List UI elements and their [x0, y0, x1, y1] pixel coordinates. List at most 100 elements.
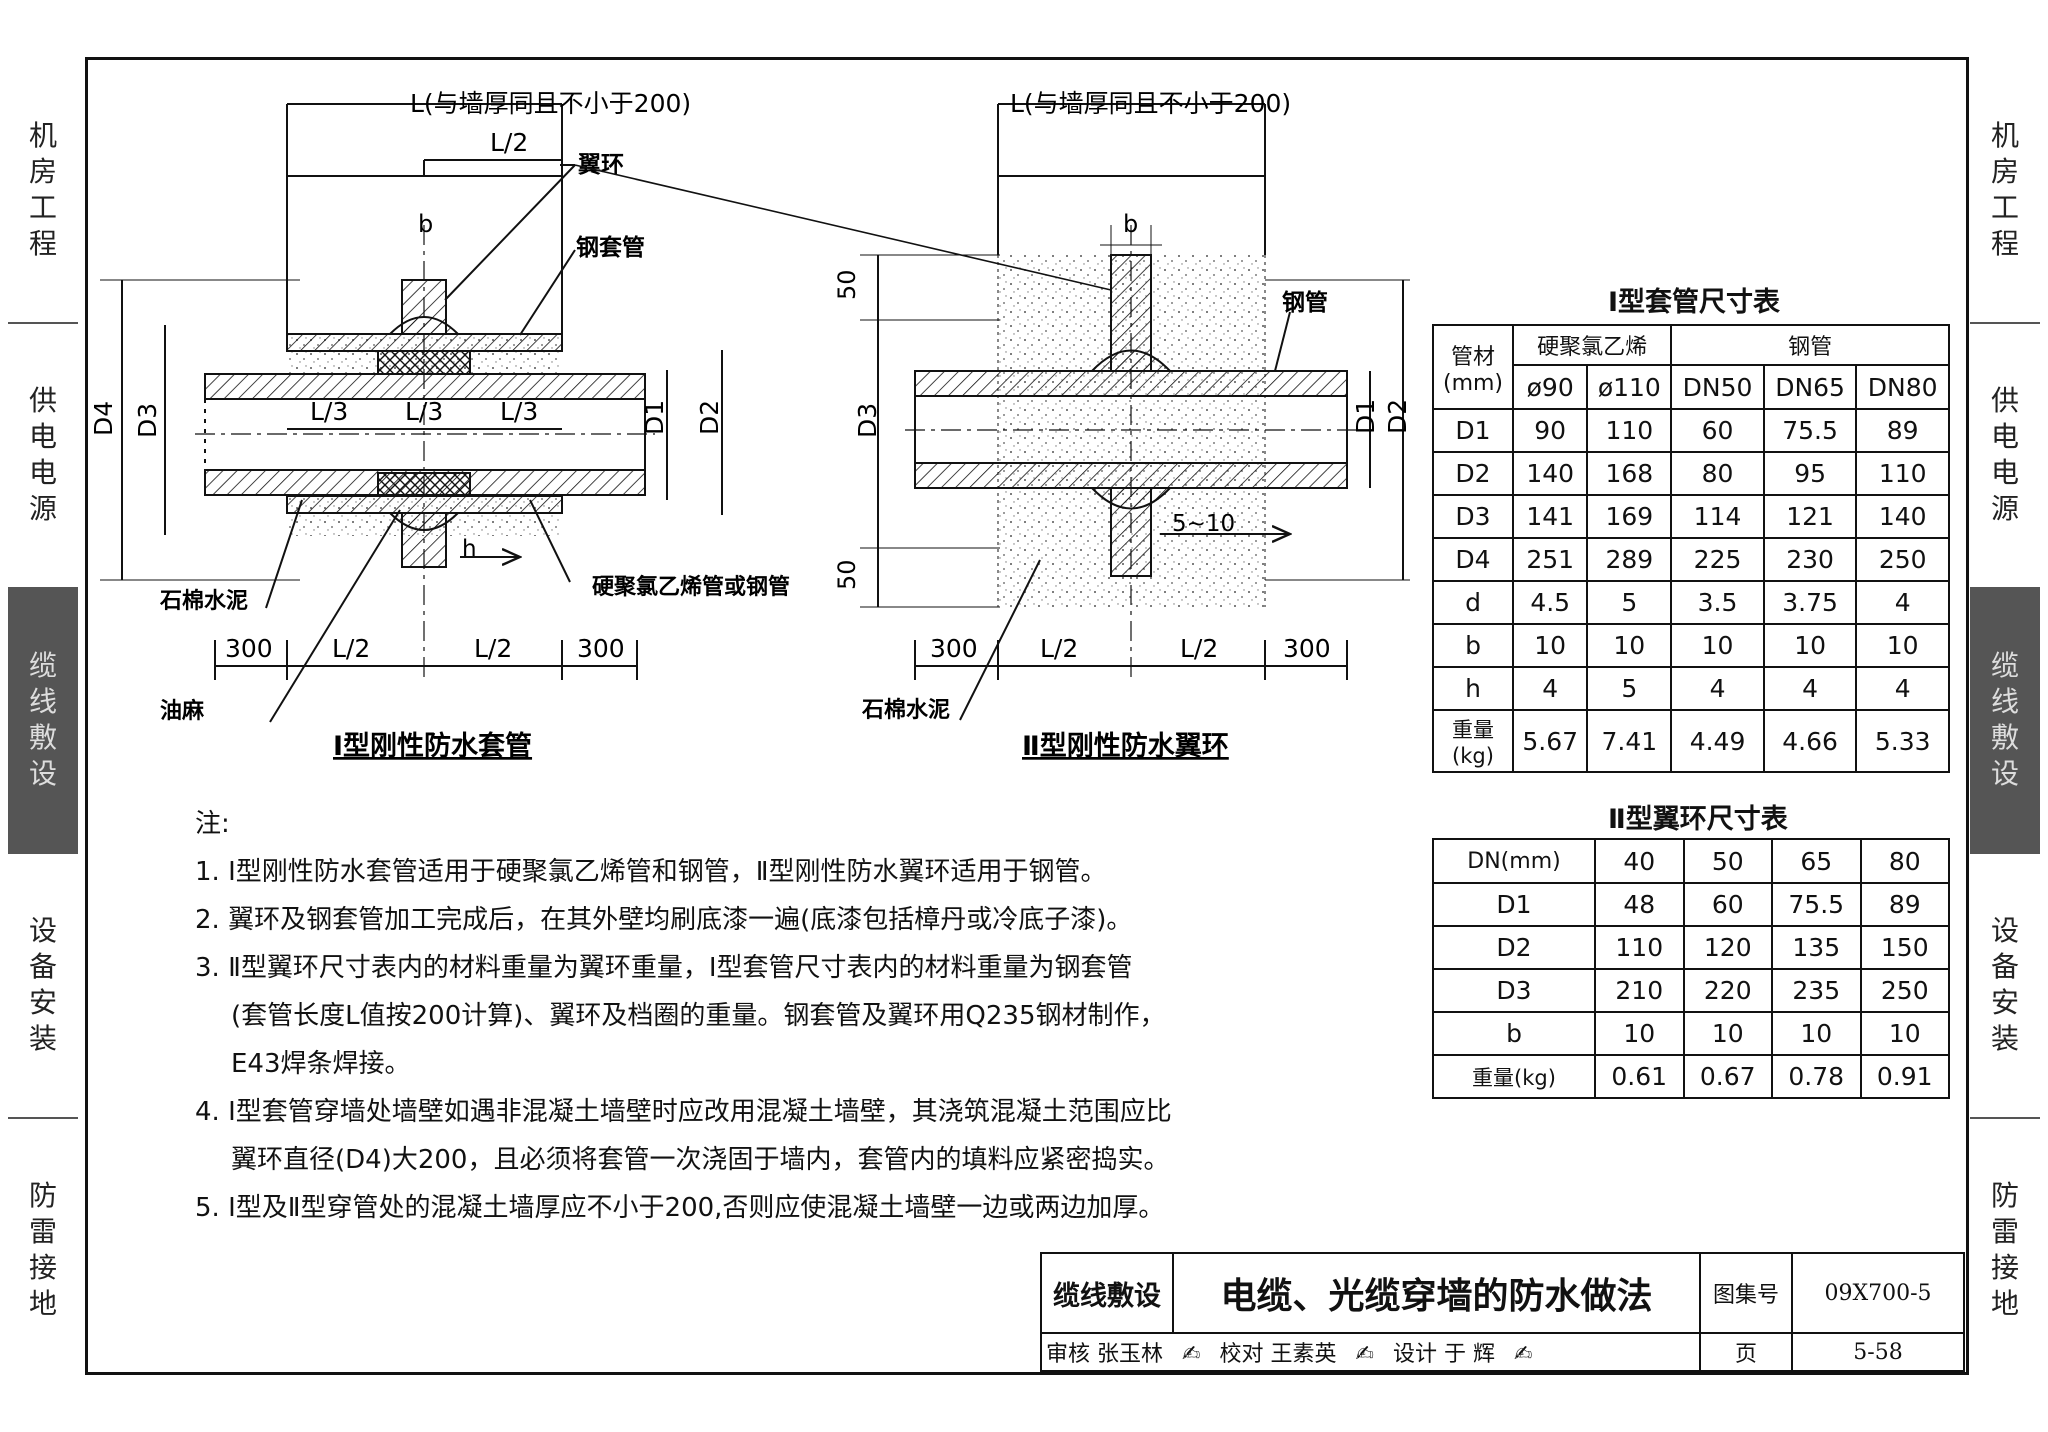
note-line: 3. Ⅱ型翼环尺寸表内的材料重量为翼环重量，Ⅰ型套管尺寸表内的材料重量为钢套管 — [195, 953, 1133, 983]
side-tab-label: 缆线敷设 — [1990, 648, 2019, 790]
t2-row-label: b — [1432, 1011, 1596, 1056]
t1-col-header: DN80 — [1855, 364, 1950, 410]
t1-cell: 5 — [1586, 666, 1673, 711]
t1-cell: 114 — [1670, 494, 1765, 539]
t1-cell: 121 — [1762, 494, 1858, 539]
d2-weld-label: 5~10 — [1172, 511, 1235, 537]
tb-signatures: 审核 张玉林 ✍ 校对 王素英 ✍ 设计 于 辉 ✍ — [1040, 1332, 1701, 1372]
d2-D3: D3 — [853, 403, 882, 438]
type2-ring-drawing — [574, 103, 1410, 721]
t2-cell: 10 — [1771, 1011, 1862, 1056]
notes-heading: 注: — [195, 809, 230, 839]
t1-row-label: D3 — [1432, 494, 1514, 539]
d1-half-right: L/2 — [474, 634, 512, 663]
t1-row-label: D4 — [1432, 537, 1514, 582]
t1-cell: 4.66 — [1762, 709, 1858, 773]
tb-page-label: 页 — [1699, 1332, 1793, 1372]
side-tab-divider — [8, 587, 78, 589]
tb-atlas-label: 图集号 — [1699, 1252, 1793, 1334]
d1-h-label: h — [462, 536, 477, 562]
t1-cell: 80 — [1670, 451, 1765, 496]
side-tab-3[interactable]: 设备安装 — [1970, 852, 2040, 1117]
t1-group-steel: 钢管 — [1670, 324, 1950, 366]
t1-cell: 169 — [1586, 494, 1673, 539]
t1-cell: 140 — [1511, 451, 1589, 496]
side-tab-4[interactable]: 防雷接地 — [1970, 1117, 2040, 1382]
side-tab-label: 防雷接地 — [28, 1178, 57, 1320]
tb-page-no: 5-58 — [1791, 1332, 1965, 1372]
d1-oakum-label: 油麻 — [160, 698, 205, 724]
t1-cell: 10 — [1855, 623, 1950, 668]
t1-cell: 140 — [1855, 494, 1950, 539]
d1-sleeve-label: 钢套管 — [576, 234, 645, 261]
d1-half-top: L/2 — [490, 128, 528, 157]
d1-D2: D2 — [695, 400, 724, 435]
table1-title: Ⅰ型套管尺寸表 — [1608, 287, 1781, 318]
d2-half-right: L/2 — [1180, 634, 1218, 663]
t2-header-label: DN(mm) — [1432, 838, 1596, 884]
t1-corner-top: 管材 — [1450, 344, 1495, 370]
t2-row-label: D3 — [1432, 968, 1596, 1013]
d2-half-left: L/2 — [1040, 634, 1078, 663]
side-tab-4[interactable]: 防雷接地 — [8, 1117, 78, 1382]
side-tab-2[interactable]: 缆线敷设 — [1970, 587, 2040, 852]
t1-cell: 60 — [1670, 408, 1765, 453]
d2-fifty-top: 50 — [833, 269, 861, 300]
side-tab-label: 防雷接地 — [1990, 1178, 2019, 1320]
t1-cell: 4 — [1855, 666, 1950, 711]
t2-col-header: 40 — [1594, 838, 1685, 884]
t1-cell: 225 — [1670, 537, 1765, 582]
t1-col-header: ø110 — [1586, 364, 1673, 410]
t2-cell: 10 — [1594, 1011, 1685, 1056]
t1-cell: 251 — [1511, 537, 1589, 582]
side-tab-0[interactable]: 机房工程 — [1970, 57, 2040, 322]
t1-cell: 230 — [1762, 537, 1858, 582]
d2-margin-left: 300 — [930, 634, 978, 663]
t1-cell: 95 — [1762, 451, 1858, 496]
d2-fifty-bottom: 50 — [833, 559, 861, 590]
notes-section: 注: 1. Ⅰ型刚性防水套管适用于硬聚氯乙烯管和钢管，Ⅱ型刚性防水翼环适用于钢管… — [195, 800, 1172, 1232]
t2-row-label: D2 — [1432, 925, 1596, 970]
t2-cell: 48 — [1594, 882, 1685, 927]
d1-b-label: b — [418, 210, 433, 238]
side-tab-divider — [1970, 1117, 2040, 1119]
t2-cell: 120 — [1682, 925, 1773, 970]
t2-col-header: 65 — [1771, 838, 1862, 884]
t1-cell: 4.5 — [1511, 580, 1589, 625]
note-line: (套管长度L值按200计算)、翼环及档圈的重量。钢套管及翼环用Q235钢材制作， — [231, 1001, 1166, 1031]
t2-cell: 210 — [1594, 968, 1685, 1013]
d1-D1: D1 — [640, 400, 669, 435]
t1-cell: 4 — [1670, 666, 1765, 711]
t1-cell: 5.33 — [1855, 709, 1950, 773]
t2-cell: 235 — [1771, 968, 1862, 1013]
d1-asbestos-label: 石棉水泥 — [159, 588, 248, 614]
t1-cell: 90 — [1511, 408, 1589, 453]
side-tab-divider — [8, 852, 78, 854]
side-tab-1[interactable]: 供电电源 — [8, 322, 78, 587]
note-line: 2. 翼环及钢套管加工完成后，在其外壁均刷底漆一遍(底漆包括樟丹或冷底子漆)。 — [195, 905, 1133, 935]
t1-cell: 110 — [1855, 451, 1950, 496]
t2-cell: 110 — [1594, 925, 1685, 970]
d1-ring-label: 翼环 — [578, 152, 624, 178]
t1-col-header: DN65 — [1762, 364, 1858, 410]
d1-half-left: L/2 — [332, 634, 370, 663]
t2-cell: 10 — [1682, 1011, 1773, 1056]
side-tab-divider — [8, 322, 78, 324]
t1-cell: 89 — [1855, 408, 1950, 453]
side-tab-0[interactable]: 机房工程 — [8, 57, 78, 322]
t2-cell: 135 — [1771, 925, 1862, 970]
t2-col-header: 50 — [1682, 838, 1773, 884]
d2-asbestos-label: 石棉水泥 — [861, 697, 950, 723]
drawing-frame — [85, 57, 1969, 1375]
side-tab-2[interactable]: 缆线敷设 — [8, 587, 78, 852]
t1-cell: 3.5 — [1670, 580, 1765, 625]
d2-title: Ⅱ型刚性防水翼环 — [1022, 731, 1229, 762]
t1-group-pvc: 硬聚氯乙烯 — [1511, 324, 1673, 366]
t1-cell: 4 — [1855, 580, 1950, 625]
side-tab-1[interactable]: 供电电源 — [1970, 322, 2040, 587]
side-tab-3[interactable]: 设备安装 — [8, 852, 78, 1117]
t1-row-label: d — [1432, 580, 1514, 625]
t2-col-header: 80 — [1859, 838, 1950, 884]
